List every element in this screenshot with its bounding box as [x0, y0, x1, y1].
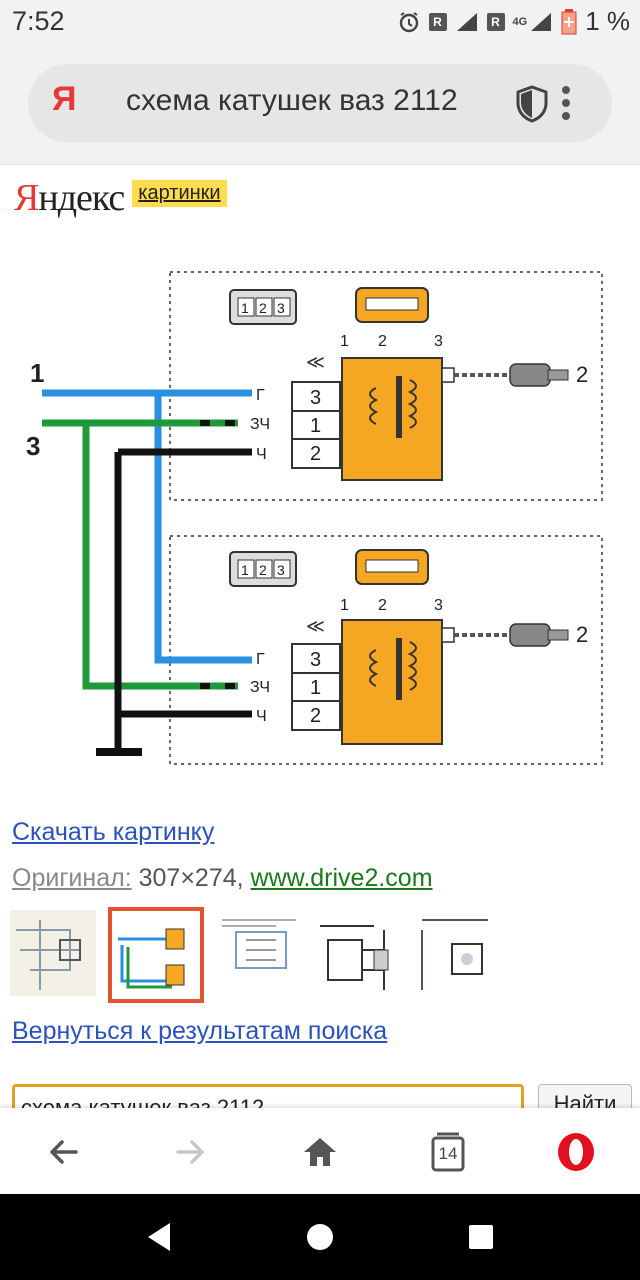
more-vert-icon[interactable] [556, 78, 576, 128]
yandex-logo-icon: Я [52, 80, 77, 118]
opera-icon[interactable] [552, 1128, 600, 1176]
images-section-label[interactable]: картинки [132, 180, 227, 207]
pin-1-top: 1 [310, 415, 321, 437]
original-site-link[interactable]: www.drive2.com [250, 864, 433, 892]
wire-green [82, 423, 238, 690]
sim-badge: R [428, 12, 447, 31]
nav-home-icon[interactable] [306, 1223, 334, 1251]
alarm-icon [399, 11, 418, 32]
pin-2-bottom: 2 [310, 705, 321, 727]
signal-icon-2 [531, 12, 552, 31]
wiring-diagram-image[interactable]: 1 3 Г ЗЧ Ч Г ЗЧ Ч ≪ 3 1 2 [0, 240, 640, 790]
spark-plug-top [509, 363, 551, 387]
svg-text:1: 1 [241, 300, 249, 316]
diagram-svg: 1 3 Г ЗЧ Ч Г ЗЧ Ч ≪ 3 1 2 [26, 271, 603, 765]
sim-badge-2: R [486, 12, 505, 31]
address-bar[interactable]: Я схема катушек ваз 2112 [28, 64, 612, 142]
forward-arrow-icon [176, 1140, 204, 1164]
signal-icon [456, 12, 477, 31]
svg-text:3: 3 [277, 300, 285, 316]
spark-plug-bottom [509, 623, 551, 647]
similar-thumbnails [10, 907, 498, 1003]
green-stripe-1 [200, 420, 210, 426]
coil-box-bottom [169, 535, 603, 765]
nav-back-icon[interactable] [144, 1221, 174, 1253]
wire-label-zch-top: ЗЧ [250, 416, 270, 433]
android-nav-bar [0, 1194, 640, 1280]
nav-recents-icon[interactable] [468, 1224, 494, 1250]
back-arrow-icon[interactable] [40, 1128, 88, 1176]
pin-2-top: 2 [310, 443, 321, 465]
original-size: 307×274, [138, 864, 244, 892]
yandex-images-logo[interactable]: Яндекс картинки [14, 176, 227, 220]
pin-block-bottom [291, 643, 341, 731]
wire-label-ch-bottom: Ч [256, 708, 267, 725]
coil-body-top [341, 357, 443, 481]
coil-body-bottom [341, 619, 443, 745]
green-stripe-3 [200, 683, 210, 689]
pin-3-bottom: 3 [310, 649, 321, 671]
back-to-results-link[interactable]: Вернуться к результатам поиска [12, 1017, 388, 1045]
thumbnail-3[interactable] [216, 910, 302, 996]
coil-box-top [169, 271, 603, 501]
original-label[interactable]: Оригинал: [12, 864, 132, 892]
address-query[interactable]: схема катушек ваз 2112 [126, 84, 458, 117]
green-stripe-4 [225, 683, 235, 689]
label-wire-1: 1 [30, 358, 44, 388]
svg-text:1: 1 [340, 597, 349, 614]
thumbnail-selected[interactable] [108, 907, 204, 1003]
original-info: Оригинал: 307×274, www.drive2.com [12, 864, 433, 893]
wire-label-zch-bottom: ЗЧ [250, 679, 270, 696]
wire-label-g-bottom: Г [256, 651, 265, 668]
svg-text:1: 1 [340, 333, 349, 350]
pin-3-top: 3 [310, 387, 321, 409]
browser-app-bar: Я схема катушек ваз 2112 [0, 44, 640, 165]
svg-text:2: 2 [259, 562, 267, 578]
status-icons: R R 4G 1 % [397, 6, 630, 37]
browser-toolbar: 14 [0, 1108, 640, 1194]
shield-icon[interactable] [514, 84, 550, 124]
svg-text:3: 3 [434, 333, 443, 350]
network-label: 4G [512, 15, 528, 28]
thumbnail-1[interactable] [10, 910, 96, 996]
label-wire-3: 3 [26, 431, 40, 461]
green-stripe-2 [225, 420, 235, 426]
arrow-mark-top: ≪ [306, 352, 325, 372]
svg-text:3: 3 [434, 597, 443, 614]
arrow-mark-bottom: ≪ [306, 616, 325, 636]
status-time: 7:52 [12, 6, 65, 36]
svg-text:1: 1 [241, 562, 249, 578]
download-image-link[interactable]: Скачать картинку [12, 818, 215, 846]
status-bar: 7:52 R R 4G 1 % [0, 0, 640, 44]
wire-blue [42, 389, 252, 664]
tabs-count: 14 [438, 1144, 458, 1163]
wire-label-g-top: Г [256, 387, 265, 404]
yandex-brand: Яндекс [14, 177, 125, 219]
pin-1-bottom: 1 [310, 677, 321, 699]
output-label-bottom: 2 [576, 622, 588, 647]
tabs-icon[interactable]: 14 [424, 1128, 472, 1176]
thumbnail-4[interactable] [314, 910, 400, 996]
svg-text:2: 2 [378, 597, 387, 614]
thumbnail-5[interactable] [412, 910, 498, 996]
svg-text:2: 2 [378, 333, 387, 350]
pin-block-top [291, 381, 341, 469]
battery-icon [561, 8, 577, 34]
battery-text: 1 % [585, 6, 630, 36]
svg-text:3: 3 [277, 562, 285, 578]
home-icon[interactable] [296, 1128, 344, 1176]
svg-text:2: 2 [259, 300, 267, 316]
wire-label-ch-top: Ч [256, 446, 267, 463]
output-label-top: 2 [576, 362, 588, 387]
